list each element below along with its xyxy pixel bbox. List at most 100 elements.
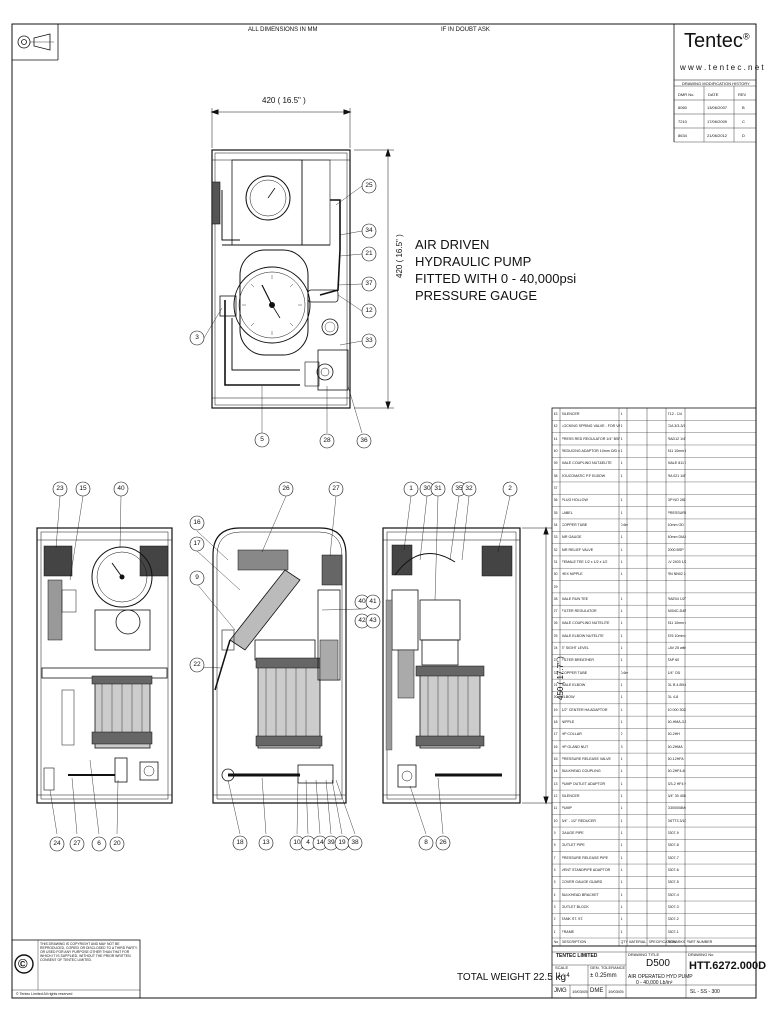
parts-cell: 3/4" 30 408 — [667, 794, 686, 799]
title-line-2: HYDRAULIC PUMP — [415, 254, 532, 269]
parts-cell: 1 — [620, 917, 623, 922]
parts-cell: PUMP — [561, 806, 572, 811]
parts-cell: 1 — [620, 461, 623, 466]
parts-cell: 1 — [620, 411, 623, 416]
parts-cell: 1 — [620, 510, 623, 515]
tolerance-value: ± 0.25mm — [590, 973, 617, 979]
balloon-label: 38 — [351, 839, 359, 846]
parts-cell: 1 — [620, 757, 623, 762]
parts-cell: 60-2HF4-8 — [667, 769, 685, 774]
parts-cell: 23 — [553, 658, 558, 663]
parts-cell: 1 — [620, 498, 623, 503]
parts-cell: FEMALE TEE 1/2 x 1/2 x 1/2 — [561, 559, 608, 564]
balloon-label: 15 — [79, 485, 87, 492]
parts-cell: COPPER TUBE — [561, 522, 588, 527]
parts-cell: 37 — [553, 485, 558, 490]
title-block-grid — [11, 939, 757, 999]
balloon-label: 18 — [236, 839, 244, 846]
parts-cell: 21 — [553, 683, 558, 688]
parts-cell: DL B 4-B9-6 — [667, 683, 686, 688]
model-number: D500 — [646, 958, 670, 969]
parts-cell: MALE ELBOW NUTELITE — [561, 633, 604, 638]
parts-cell: MALE RUN TEE — [561, 596, 589, 601]
parts-cell: T12 - 1/4 — [667, 411, 682, 416]
balloon-label: 12 — [365, 307, 373, 314]
brand-name: Tentec — [684, 30, 743, 52]
parts-cell: 5 — [553, 880, 556, 885]
parts-cell: 60-2HMA — [667, 744, 683, 749]
parts-cell: 3307-2 — [667, 917, 679, 922]
balloon-label: 5 — [260, 436, 264, 443]
parts-cell: TANK ST. ST. — [561, 917, 584, 922]
parts-cell: AIR RELIEF VALVE — [561, 547, 594, 552]
parts-cell: 3307-9 — [667, 831, 679, 836]
balloon-label: 10 — [293, 839, 301, 846]
drawing-main-title: AIR DRIVEN HYDRAULIC PUMP FITTED WITH 0 … — [415, 236, 576, 304]
parts-cell: 35 — [553, 510, 558, 515]
parts-cell: NIPPLE — [561, 720, 575, 725]
parts-cell: BULKHEAD COUPLING — [561, 769, 601, 774]
parts-cell: D6TT3 3/10 007 — [667, 818, 686, 823]
parts-cell: 10mm OD — [667, 522, 684, 527]
parts-cell: 1/4" OD — [667, 670, 681, 675]
balloon-label: 22 — [193, 661, 201, 668]
parts-cell: 1 — [620, 880, 623, 885]
parts-cell: 1 — [620, 572, 623, 577]
parts-cell: 8 — [553, 843, 556, 848]
balloon-label: 27 — [73, 840, 81, 847]
parts-cell: OUTLET PIPE — [561, 843, 585, 848]
parts-cell: 29 — [553, 584, 558, 589]
parts-cell: 1 — [620, 633, 623, 638]
dimension-top-height: 420 ( 16.5" ) — [395, 234, 404, 278]
parts-footer-cell: QTY — [620, 940, 628, 944]
parts-cell: LABEL — [561, 510, 573, 515]
parts-cell: HP GLAND NUT — [561, 744, 589, 749]
parts-cell: PUMP OUTLET ADAPTOR — [561, 781, 606, 786]
balloon-label: 33 — [365, 337, 373, 344]
parts-cell: 4 — [553, 892, 556, 897]
balloon-label: 14 — [316, 839, 324, 846]
parts-cell: 26 — [553, 621, 558, 626]
parts-cell: 14 — [553, 769, 558, 774]
parts-cell: 16 — [553, 744, 558, 749]
projection-symbol-icon — [17, 33, 54, 51]
parts-cell: 34 — [553, 522, 558, 527]
parts-cell: 60-12HFA — [667, 757, 684, 762]
parts-cell: 10 000 3022 — [667, 707, 686, 712]
balloon-label: 39 — [327, 839, 335, 846]
front-view-right — [382, 526, 552, 805]
copyright-footer: © Tentec Limited All rights reserved — [16, 992, 73, 996]
parts-cell: 1 — [620, 695, 623, 700]
balloon-label: 31 — [434, 485, 442, 492]
balloon-label: 8 — [424, 839, 428, 846]
top-view — [210, 108, 394, 410]
scale-value: 1 : 4 — [558, 973, 570, 979]
balloon-label: 30 — [423, 485, 431, 492]
brand-logo: Tentec® — [684, 30, 750, 53]
balloon-label: 23 — [56, 485, 64, 492]
balloon-label: 13 — [262, 839, 270, 846]
parts-cell: LV 2403 1/2" — [667, 559, 686, 564]
parts-list-grid — [551, 407, 757, 947]
parts-cell: 41 — [553, 436, 558, 441]
side-view — [212, 527, 347, 804]
parts-cell: 2000 BSP — [667, 547, 684, 552]
tolerance-label: GEN. TOLERANCE — [590, 965, 626, 970]
parts-cell: 1 — [620, 892, 623, 897]
revision-cell: 13/06/2007 — [707, 105, 728, 110]
parts-footer-cell: REMARKS — [667, 940, 686, 944]
parts-cell: 20 — [553, 695, 558, 700]
parts-cell: 12 — [553, 794, 558, 799]
balloon-label: 34 — [365, 227, 373, 234]
parts-cell: DL 4-8 — [667, 695, 679, 700]
parts-cell: COPPER TUBE — [561, 670, 588, 675]
parts-cell: RA 021 1/8" - 1/8" — [667, 473, 686, 478]
revision-cell: 17/06/2009 — [707, 119, 728, 124]
parts-cell: 1 — [620, 707, 623, 712]
parts-cell: 1 — [553, 929, 556, 934]
sheet-reference: SL - SS - 300 — [690, 989, 720, 995]
balloon-label: 1 — [409, 485, 413, 492]
revision-header-rev: REV — [738, 92, 747, 97]
parts-cell: 13 — [553, 781, 558, 786]
drawing-range: 0 - 40,000 Lb/in² — [636, 980, 673, 986]
